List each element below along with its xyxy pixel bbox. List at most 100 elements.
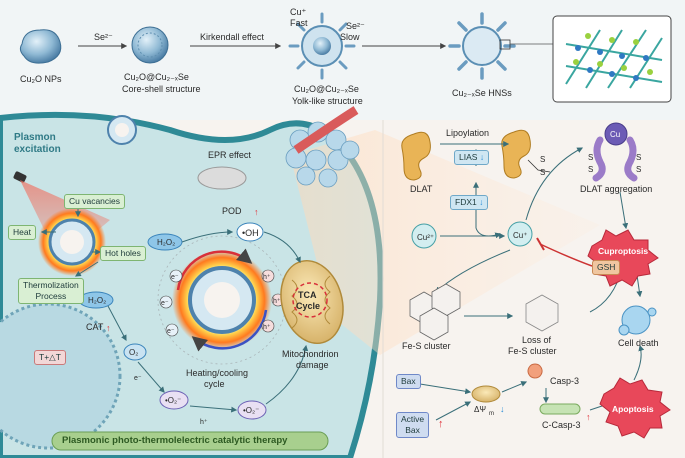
pod-up-arrow: ↑ <box>254 207 259 217</box>
label-mito-line2: damage <box>296 360 329 370</box>
cat-up-arrow: ↑ <box>106 323 111 333</box>
mitochondrion <box>280 259 344 345</box>
fdx1-down-arrow: ↓ <box>479 197 484 207</box>
label-s-1: S <box>540 155 545 164</box>
casp3-icon <box>527 363 543 379</box>
label-hnss: Cu₂₋ₓSe HNSs <box>452 88 512 98</box>
active-bax-line2: Bax <box>405 425 420 435</box>
label-cu-plus: Cu⁺ <box>513 231 527 240</box>
label-h2o2-left: H₂O₂ <box>88 296 106 305</box>
label-plasmon-line2: excitation <box>14 144 61 155</box>
label-s-6: S <box>636 165 641 174</box>
label-hole-3: h⁺ <box>263 324 271 331</box>
label-core-shell-name: Cu₂O@Cu₂₋ₓSe <box>124 72 189 82</box>
label-h2o2-top: H₂O₂ <box>157 238 175 247</box>
therapy-banner: Plasmonic photo-thermolelectric catalyti… <box>62 435 288 446</box>
label-dlat: DLAT <box>410 184 433 194</box>
thermo-line1: Thermolization <box>23 280 79 290</box>
cu-vacancies-box: Cu vacancies <box>64 194 126 209</box>
arrow-bax <box>419 383 472 395</box>
particle-at-membrane <box>107 115 137 145</box>
tumor-vessel <box>285 106 360 188</box>
label-delta-psi-sub: m <box>489 411 494 417</box>
fdx1-box: FDX1 ↓ <box>450 195 489 210</box>
label-hole-2: h⁺ <box>273 298 281 305</box>
cu2-ion <box>411 223 437 249</box>
label-yolk-name: Cu₂O@Cu₂₋ₓSe <box>294 84 359 94</box>
label-kirkendall: Kirkendall effect <box>200 32 264 42</box>
label-core-shell-desc: Core-shell structure <box>122 84 201 94</box>
label-plasmon-line1: Plasmon <box>14 132 56 143</box>
lias-label: LIAS <box>459 152 478 162</box>
active-bax-line1: Active <box>401 414 425 424</box>
arrow-to-casp3 <box>501 381 528 393</box>
label-cu2o-nps: Cu₂O NPs <box>20 74 62 84</box>
delta-psi-down-arrow: ↓ <box>500 404 505 414</box>
arrow-to-cuproptosis <box>619 191 629 230</box>
label-c-casp3: C-Casp-3 <box>542 420 581 430</box>
label-cu-fast-ion: Cu⁺ <box>290 7 307 17</box>
label-tca-line2: Cycle <box>296 301 320 311</box>
svg-labels: Cu₂O NPs Se²⁻ Cu₂O@Cu₂₋ₓSe Core-shell st… <box>14 7 659 430</box>
label-s-3: S <box>588 153 593 162</box>
thermo-line2: Process <box>35 291 67 301</box>
heat-box: Heat <box>8 225 36 240</box>
light-beam <box>290 130 600 355</box>
label-o2-radical-left: •O₂⁻ <box>165 396 181 405</box>
label-electron-2: e⁻ <box>161 300 169 307</box>
label-se-reagent: Se²⁻ <box>94 32 113 42</box>
dlat-protein-left <box>401 131 431 181</box>
arrow-active-bax <box>435 401 472 421</box>
label-oh: •OH <box>242 228 259 238</box>
label-cu: Cu <box>610 130 620 139</box>
arrow-fdx1-cu <box>475 210 502 239</box>
label-dlat-aggregation: DLAT aggregation <box>580 184 652 194</box>
nucleus <box>0 302 122 450</box>
inhibit-gsh <box>539 243 593 267</box>
label-electron-1: e⁻ <box>171 274 179 281</box>
fdx1-label: FDX1 <box>455 197 477 207</box>
plasmonic-particle-left <box>38 208 106 276</box>
cu1-ion <box>507 221 533 247</box>
label-fes-cluster: Fe-S cluster <box>402 341 451 351</box>
label-loss-line1: Loss of <box>522 335 552 345</box>
label-lipoylation: Lipoylation <box>446 128 489 138</box>
fes-cluster-intact <box>409 283 461 341</box>
lias-down-arrow: ↓ <box>479 152 485 162</box>
apoptosis-burst <box>599 377 671 439</box>
inhibit-bar <box>536 237 545 251</box>
label-electron-4: e⁻ <box>134 375 142 382</box>
temperature-box: T+△T <box>34 350 66 365</box>
label-apoptosis: Apoptosis <box>612 404 654 414</box>
hot-holes-box: Hot holes <box>100 246 146 261</box>
label-tca-line1: TCA <box>298 290 317 300</box>
label-o2-radical-right: •O₂⁻ <box>243 406 259 415</box>
label-s-2: S <box>540 168 545 177</box>
crystal-structure-inset <box>552 15 672 103</box>
arrow-cu-to-aggregate <box>525 147 584 221</box>
label-pod: POD <box>222 206 242 216</box>
label-electron-3: e⁻ <box>167 328 175 335</box>
label-loss-line2: Fe-S cluster <box>508 346 557 356</box>
label-mito-line1: Mitochondrion <box>282 349 339 359</box>
active-bax-box: Active Bax <box>396 412 430 438</box>
label-cu2-plus: Cu²⁺ <box>417 233 434 242</box>
label-o2: O₂ <box>129 348 138 357</box>
mitochondrion-small <box>197 166 247 190</box>
bax-box: Bax <box>396 374 421 389</box>
label-cuproptosis: Cuproptosis <box>598 246 648 256</box>
gsh-box: GSH <box>592 260 621 275</box>
label-heating-line1: Heating/cooling <box>186 368 248 378</box>
fes-cluster-lost <box>525 294 559 332</box>
species-bubbles <box>78 222 267 420</box>
c-casp3-icon <box>539 403 581 415</box>
yolk-particle <box>288 12 356 80</box>
core-shell-particle <box>131 26 169 64</box>
therapy-banner-bg <box>51 431 329 451</box>
active-bax-up-arrow: ↑ <box>438 418 444 430</box>
label-hole-4: h⁺ <box>200 419 208 426</box>
plasmonic-particle-center <box>157 235 287 365</box>
label-cu-fast-word: Fast <box>290 18 308 28</box>
